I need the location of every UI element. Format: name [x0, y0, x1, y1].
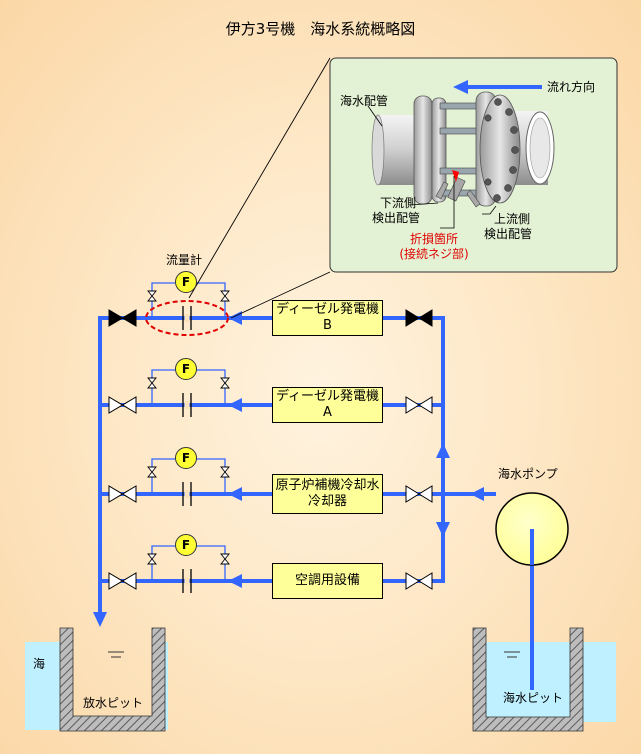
- inset-flow-arrow: [453, 80, 542, 94]
- equipment-label: ディーゼル発電機A: [275, 389, 380, 420]
- seawater-pit: [472, 627, 616, 732]
- callout-lines: [188, 57, 331, 319]
- flowmeter-bypass-lines: [151, 282, 226, 581]
- flowmeter-f-a: F: [175, 358, 197, 380]
- seawater-pipe-label: 海水配管: [340, 94, 389, 108]
- equipment-label-line1: 原子炉補機冷却水: [275, 478, 380, 493]
- discharge-pit-label: 放水ピット: [83, 696, 144, 710]
- equipment-ccw-cooler: 原子炉補機冷却水 冷却器: [272, 474, 383, 514]
- discharge-pit: [25, 627, 168, 732]
- flowmeter-f-ccw: F: [175, 447, 197, 469]
- seawater-pump-symbol: [495, 492, 569, 566]
- orifice-marks: [182, 306, 192, 593]
- flowmeter-f-b: F: [175, 271, 197, 293]
- downstream-pipe-label: 下流側 検出配管: [372, 196, 420, 226]
- flowmeter-label: 流量計: [166, 253, 203, 267]
- downstream-line1: 下流側: [380, 196, 417, 210]
- downstream-line2: 検出配管: [372, 211, 421, 225]
- equipment-label-line2: 冷却器: [307, 494, 347, 509]
- closed-valves: [108, 309, 433, 327]
- fracture-location-label: 折損箇所 (接続ネジ部): [394, 232, 474, 262]
- fracture-line1: 折損箇所: [409, 232, 458, 246]
- flow-direction-label: 流れ方向: [547, 80, 596, 94]
- fracture-highlight: [145, 300, 229, 336]
- equipment-hvac: 空調用設備: [272, 563, 383, 599]
- upstream-pipe-label: 上流側 検出配管: [484, 212, 532, 242]
- sea-label: 海: [33, 657, 46, 671]
- upstream-line2: 検出配管: [484, 227, 533, 241]
- seawater-pit-label: 海水ピット: [503, 691, 564, 705]
- open-valves: [108, 396, 433, 590]
- orifice-gaps: [184, 314, 190, 585]
- equipment-diesel-generator-b: ディーゼル発電機B: [272, 300, 383, 336]
- flange-illustration: [371, 91, 555, 208]
- upstream-line1: 上流側: [494, 212, 531, 226]
- inset-leader-lines: [367, 105, 497, 229]
- flowmeter-f-hvac: F: [175, 534, 197, 556]
- equipment-diesel-generator-a: ディーゼル発電機A: [272, 387, 383, 423]
- seawater-pump-label: 海水ポンプ: [498, 467, 558, 481]
- fracture-line2: (接続ネジ部): [399, 247, 469, 261]
- equipment-label: ディーゼル発電機B: [275, 302, 380, 333]
- equipment-label: 空調用設備: [294, 573, 360, 588]
- diagram-title: 伊方3号機 海水系統概略図: [225, 20, 416, 38]
- instrument-valves: [147, 290, 230, 565]
